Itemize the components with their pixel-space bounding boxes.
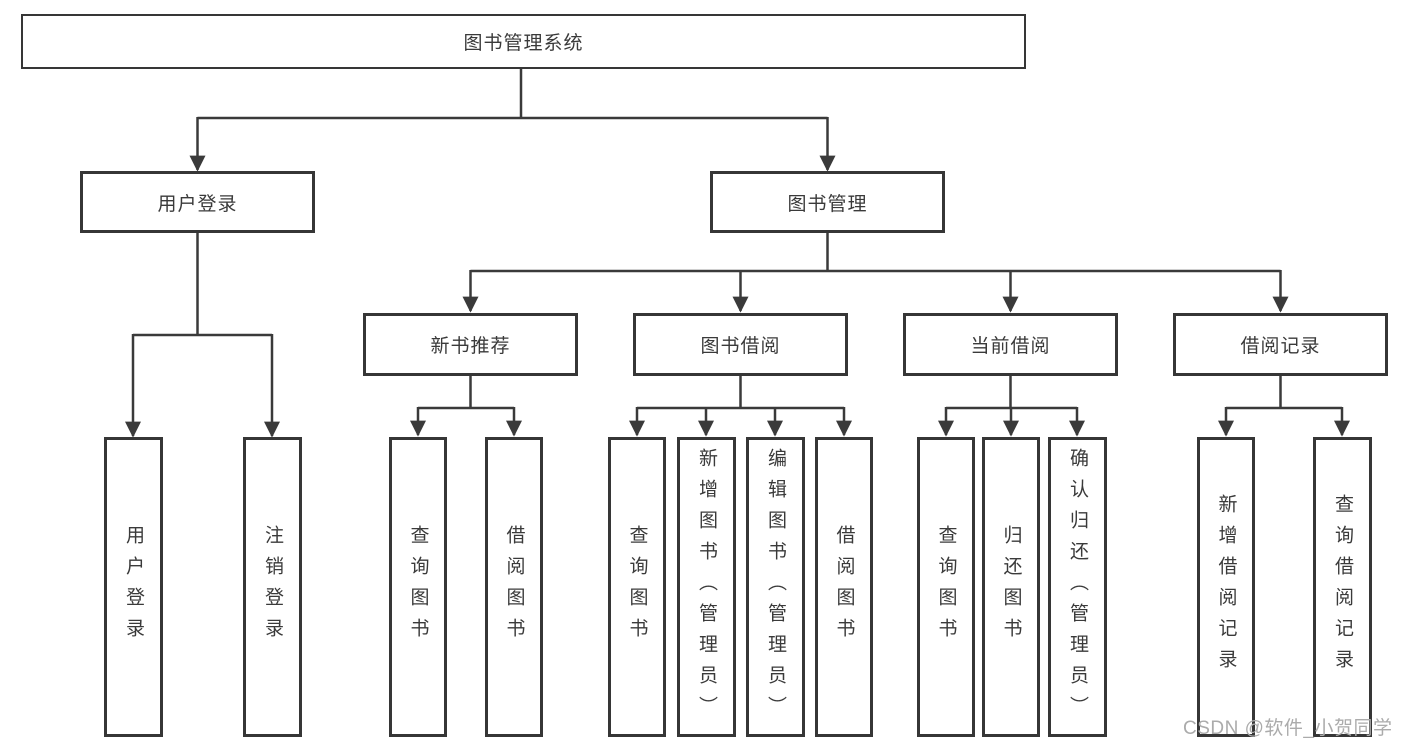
leaf-borrow-books-borrowing: 借阅图书 <box>815 437 873 737</box>
node-label: 用户登录 <box>123 525 144 649</box>
node-label: 确认归还（管理员） <box>1067 447 1088 727</box>
node-label: 查询借阅记录 <box>1332 494 1353 680</box>
leaf-query-borrow-record: 查询借阅记录 <box>1313 437 1372 737</box>
node-label: 新增图书（管理员） <box>696 447 717 727</box>
leaf-query-books-current: 查询图书 <box>917 437 975 737</box>
node-label: 注销登录 <box>262 525 283 649</box>
node-label: 归还图书 <box>1000 525 1022 649</box>
node-book-borrowing: 图书借阅 <box>633 313 848 376</box>
node-label: 新增借阅记录 <box>1215 494 1237 680</box>
node-label: 用户登录 <box>157 193 238 215</box>
node-borrowing-records: 借阅记录 <box>1173 313 1388 376</box>
node-label: 图书借阅 <box>700 336 781 357</box>
node-label: 编辑图书（管理员） <box>765 447 786 727</box>
csdn-watermark: CSDN @软件_小贺同学 <box>1183 718 1393 739</box>
node-label: 图书管理 <box>787 193 868 215</box>
leaf-logout: 注销登录 <box>243 437 302 737</box>
leaf-user-login: 用户登录 <box>104 437 163 737</box>
node-label: 借阅图书 <box>833 525 855 649</box>
node-label: 新书推荐 <box>430 336 511 357</box>
node-user-login: 用户登录 <box>80 171 315 233</box>
leaf-add-book-admin: 新增图书（管理员） <box>677 437 736 737</box>
node-library-management-system: 图书管理系统 <box>21 14 1026 69</box>
node-label: 查询图书 <box>935 525 957 649</box>
leaf-query-books-recommend: 查询图书 <box>389 437 447 737</box>
node-label: 图书管理系统 <box>463 33 584 54</box>
node-label: 借阅图书 <box>503 525 525 649</box>
leaf-edit-book-admin: 编辑图书（管理员） <box>746 437 805 737</box>
leaf-confirm-return-admin: 确认归还（管理员） <box>1048 437 1107 737</box>
node-label: 查询图书 <box>626 525 648 649</box>
node-label: 当前借阅 <box>970 336 1051 357</box>
node-label: 查询图书 <box>407 525 429 649</box>
node-book-management: 图书管理 <box>710 171 945 233</box>
node-new-book-recommendation: 新书推荐 <box>363 313 578 376</box>
leaf-add-borrow-record: 新增借阅记录 <box>1197 437 1255 737</box>
leaf-return-books: 归还图书 <box>982 437 1040 737</box>
leaf-query-books-borrowing: 查询图书 <box>608 437 666 737</box>
node-current-borrowing: 当前借阅 <box>903 313 1118 376</box>
leaf-borrow-books-recommend: 借阅图书 <box>485 437 543 737</box>
node-label: 借阅记录 <box>1240 336 1321 357</box>
